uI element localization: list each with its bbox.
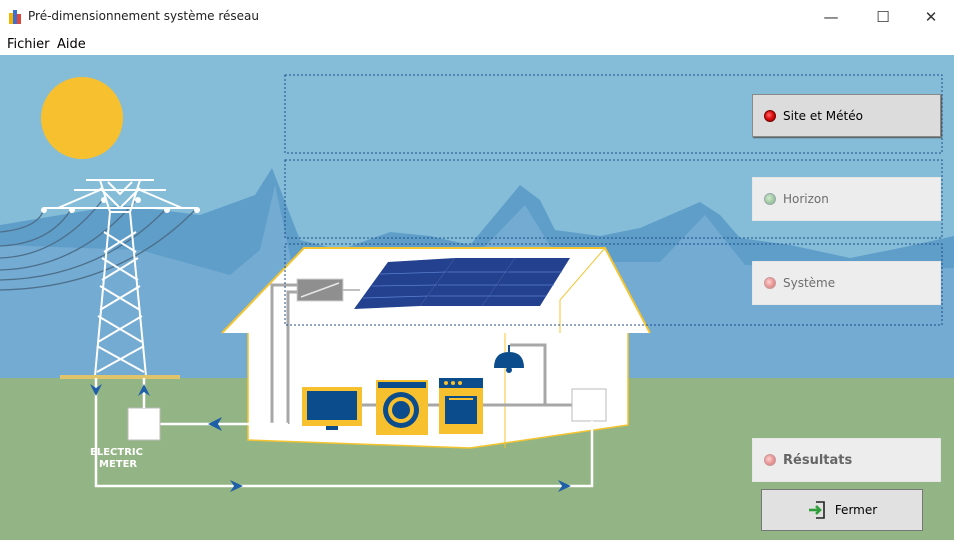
resultats-button[interactable]: Résultats [752,438,941,482]
window-title: Pré-dimensionnement système réseau [28,9,259,23]
menu-bar: Fichier Aide [0,34,954,55]
minimize-icon: — [823,8,839,26]
status-red-icon [764,109,776,122]
grid-meter-label-1: ELECTRIC [90,447,143,458]
status-green-icon [764,193,776,205]
horizon-button[interactable]: Horizon [752,177,941,221]
status-red-icon [764,277,776,289]
horizon-label: Horizon [783,192,829,206]
fermer-button[interactable]: Fermer [761,489,923,531]
zone-horizon [284,159,943,239]
close-window-button[interactable]: ✕ [908,0,954,34]
insulators [41,197,200,213]
flow-arrows [90,384,571,492]
maximize-button[interactable]: ☐ [860,0,906,34]
grid-loop-lines [94,378,594,488]
site-meteo-label: Site et Météo [783,108,863,123]
grid-meter-label-2: METER [99,459,137,470]
close-icon: ✕ [924,8,938,26]
title-bar: Pré-dimensionnement système réseau — ☐ ✕ [0,0,954,34]
solar-panels [354,258,570,309]
house-meter-label-1: ELECTRIC [562,356,615,367]
zone-site [284,74,943,154]
house-wiring [270,283,576,424]
fermer-label: Fermer [834,503,878,517]
power-lines [0,197,198,291]
appliances [302,378,483,435]
status-red-icon [764,454,776,466]
maximize-icon: ☐ [876,8,890,26]
house-electric-meter [571,388,607,422]
exit-door-icon [808,501,825,519]
minimize-button[interactable]: — [808,0,854,34]
menu-fichier[interactable]: Fichier [7,37,50,52]
app-icon [9,10,21,24]
systeme-button[interactable]: Système [752,261,941,305]
zone-outlines [284,74,943,326]
inverter-label: INVERTER [293,263,349,274]
inverter-slash [300,282,340,298]
lamp-icon [494,345,524,373]
systeme-label: Système [783,276,836,290]
transmission-tower [44,179,197,377]
tower-base [60,375,180,379]
resultats-label: Résultats [783,452,853,468]
menu-aide[interactable]: Aide [57,37,86,52]
zone-systeme [284,243,943,326]
grid-electric-meter [127,407,161,441]
sun [41,77,123,159]
house-meter-label-2: METER [570,368,608,379]
site-meteo-button[interactable]: Site et Météo [752,94,941,137]
